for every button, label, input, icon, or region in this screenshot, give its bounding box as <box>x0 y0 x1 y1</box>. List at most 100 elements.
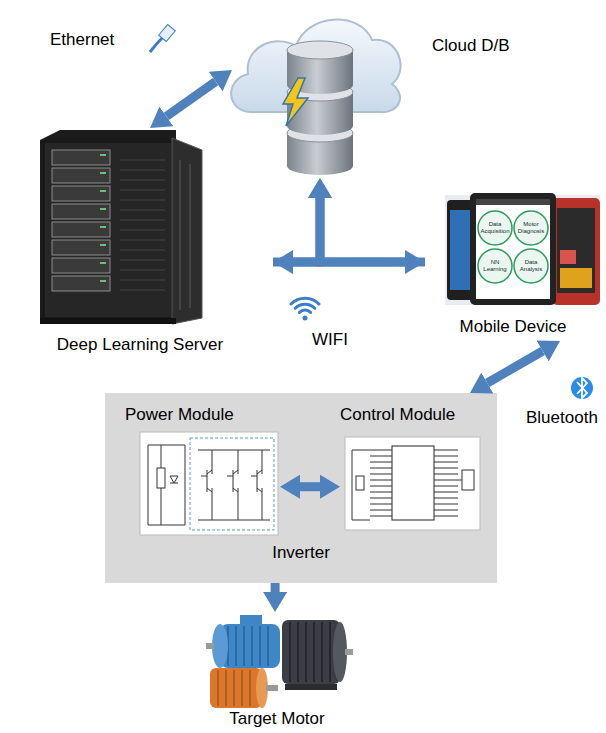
mobile-devices <box>476 199 550 299</box>
control-schematic <box>458 480 462 481</box>
server-tower <box>52 240 110 255</box>
server-tower <box>100 155 106 281</box>
server-tower <box>52 276 110 291</box>
orange-motor <box>210 668 278 708</box>
server-tower <box>172 138 202 324</box>
connector-arrow <box>320 198 425 262</box>
connector-arrow <box>300 482 320 491</box>
ethernet-cable-icon <box>150 24 175 52</box>
blue-motor <box>206 643 214 649</box>
mobile-devices <box>560 250 576 264</box>
connector-arrow <box>271 583 280 592</box>
power-schematic <box>140 432 278 535</box>
control-schematic <box>356 476 364 490</box>
control-schematic <box>370 450 392 516</box>
mobile-device: Mobile Device <box>425 193 601 341</box>
power-schematic <box>190 438 274 530</box>
dark-motor <box>290 622 330 682</box>
bluetooth-icon <box>571 377 593 399</box>
app-menu-label: NN Learning <box>479 259 511 273</box>
node-label: Mobile Device <box>460 317 567 337</box>
wifi-icon <box>299 310 310 312</box>
orange-motor <box>266 685 278 691</box>
cloud-database: Cloud D/B <box>232 0 532 178</box>
server-tower <box>180 160 190 310</box>
control-schematic <box>392 446 434 520</box>
node-label: Inverter <box>272 543 330 563</box>
server-tower <box>40 318 176 324</box>
lightning-icon <box>283 78 308 126</box>
bluetooth-icon <box>571 377 593 399</box>
orange-motor <box>210 668 262 708</box>
inverter-panel <box>105 393 497 583</box>
blue-motor <box>212 624 228 668</box>
mobile-devices <box>557 208 595 293</box>
dark-motor <box>282 620 340 684</box>
mobile-devices <box>478 249 512 283</box>
power-schematic <box>161 445 162 525</box>
mobile-devices <box>552 198 600 305</box>
mobile-devices <box>514 211 548 245</box>
control-module: Control Module <box>340 403 490 538</box>
server-tower <box>52 204 110 219</box>
power-schematic <box>140 432 278 535</box>
power-schematic <box>201 470 262 492</box>
dark-motor <box>285 684 337 690</box>
wifi-icon <box>291 298 319 304</box>
mobile-devices <box>445 195 600 305</box>
server-tower <box>52 150 110 165</box>
server-tower <box>40 130 202 324</box>
wifi-icon <box>303 316 308 321</box>
ethernet-cable-icon <box>159 24 176 41</box>
node-label: Cloud D/B <box>432 36 509 56</box>
node-label: Power Module <box>125 405 234 425</box>
mobile-devices <box>476 199 550 205</box>
connector-arrow <box>273 198 320 262</box>
mobile-devices <box>514 249 548 283</box>
connector-arrow <box>166 82 215 117</box>
control-schematic <box>462 470 474 490</box>
power-schematic <box>212 450 262 520</box>
power-schematic <box>198 450 270 520</box>
blue-motor <box>240 615 262 625</box>
server-tower <box>120 160 165 290</box>
power-schematic <box>212 470 262 492</box>
mobile-devices <box>560 268 592 288</box>
wifi-icon <box>295 304 315 308</box>
edge-label: WIFI <box>312 330 348 350</box>
orange-motor <box>218 670 250 706</box>
wifi-icon <box>291 298 319 320</box>
node-label: Control Module <box>340 405 455 425</box>
control-schematic <box>345 437 480 530</box>
node-label: Target Motor <box>229 709 324 729</box>
server-tower <box>52 186 110 201</box>
app-menu-label: Data Acquisition <box>479 221 511 235</box>
server-tower <box>40 130 176 322</box>
target-motor: Target Motor <box>190 612 365 730</box>
node-label: Deep Learning Server <box>57 335 223 355</box>
dark-motor <box>282 620 353 690</box>
control-schematic <box>345 437 480 530</box>
edge-label: Ethernet <box>50 30 114 50</box>
dark-motor <box>345 649 353 655</box>
bluetooth-icon <box>577 378 587 398</box>
blue-motor <box>206 615 280 668</box>
lightning-icon <box>283 78 308 126</box>
power-module: Power Module <box>125 403 280 538</box>
server-tower <box>44 142 172 318</box>
mobile-devices <box>470 193 556 305</box>
control-schematic <box>352 450 370 520</box>
server: Deep Learning Server <box>8 128 273 360</box>
edge-label: Bluetooth <box>526 408 598 428</box>
connector-arrow <box>487 351 542 383</box>
server-tower <box>52 222 110 237</box>
control-schematic <box>434 450 458 516</box>
power-schematic <box>170 476 178 483</box>
cloud-icon <box>231 20 400 113</box>
app-menu-label: Data Analysis <box>515 259 547 273</box>
cloud-icon <box>231 20 400 113</box>
power-schematic <box>148 445 185 525</box>
dark-motor <box>333 622 347 682</box>
